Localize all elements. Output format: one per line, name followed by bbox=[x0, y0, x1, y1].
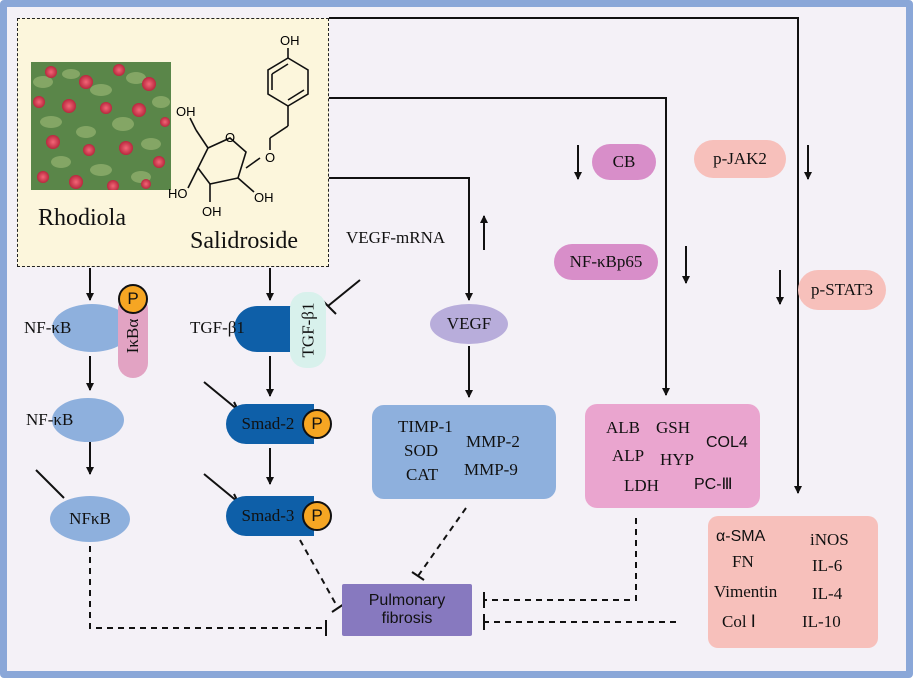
cb-node: CB bbox=[592, 144, 656, 180]
smad3-node: Smad-3 bbox=[226, 496, 314, 536]
pc3-label: PC-Ⅲ bbox=[694, 476, 733, 493]
smad2-node: Smad-2 bbox=[226, 404, 314, 444]
col1-label: Col Ⅰ bbox=[722, 612, 756, 631]
dash-box-to-fibrosis bbox=[417, 507, 467, 577]
timp1-label: TIMP-1 bbox=[398, 417, 453, 436]
oh-c6-label: OH bbox=[176, 104, 196, 119]
timp-box bbox=[372, 405, 556, 499]
ikba-label: IκBα bbox=[123, 318, 143, 354]
rhodiola-label: Rhodiola bbox=[38, 205, 126, 231]
hyp-label: HYP bbox=[660, 450, 695, 469]
edge-herb-to-oxidative bbox=[329, 97, 670, 396]
oh-c4-label: HO bbox=[168, 186, 188, 201]
pstat3-node: p-STAT3 bbox=[798, 270, 886, 310]
fn-label: FN bbox=[732, 552, 754, 571]
vegf-node: VEGF bbox=[430, 304, 508, 344]
oh-c2-label: OH bbox=[254, 190, 274, 205]
pulmonary-fibrosis-label: Pulmonary fibrosis bbox=[368, 591, 446, 627]
edge-herb-to-vegf bbox=[329, 177, 473, 301]
sma-box bbox=[708, 516, 878, 648]
nfkb-free-label: NF-κB bbox=[26, 410, 74, 429]
pjak2-node: p-JAK2 bbox=[694, 140, 786, 178]
dash-alb-to-fibrosis bbox=[484, 518, 637, 601]
nfkb-nuclear-node: NFκB bbox=[50, 496, 130, 542]
smad2-phospho: P bbox=[302, 409, 332, 439]
alb-box bbox=[585, 404, 760, 508]
salidroside-structure: OH O O OH HO OH OH bbox=[168, 33, 309, 219]
oh-top-label: OH bbox=[280, 33, 300, 48]
vegf-mrna-label: VEGF-mRNA bbox=[346, 228, 446, 247]
inos-label: iNOS bbox=[810, 530, 849, 549]
dash-nfkb-to-fibrosis bbox=[89, 546, 326, 629]
o-link-label: O bbox=[265, 150, 275, 165]
gsh-label: GSH bbox=[656, 418, 691, 437]
smad2-label: Smad-2 bbox=[241, 414, 295, 433]
il4-label: IL-4 bbox=[812, 584, 843, 603]
nfkb-free-node bbox=[52, 398, 124, 442]
tgf-receptor-node: TGF-β1 bbox=[290, 292, 326, 368]
cat-label: CAT bbox=[406, 465, 439, 484]
ldh-label: LDH bbox=[624, 476, 659, 495]
bar-box-fibrosis bbox=[411, 571, 425, 581]
dash-smad-to-fibrosis bbox=[299, 539, 339, 609]
oh-c3-label: OH bbox=[202, 204, 222, 219]
col4-label: COL4 bbox=[706, 434, 748, 451]
smad3-label: Smad-3 bbox=[241, 506, 295, 525]
il10-label: IL-10 bbox=[802, 612, 841, 631]
mmp9-label: MMP-9 bbox=[464, 460, 518, 479]
rhodiola-photo bbox=[31, 62, 171, 190]
nfkbp65-node: NF-κBp65 bbox=[554, 244, 658, 280]
pulmonary-fibrosis-node: Pulmonary fibrosis bbox=[342, 584, 472, 636]
nfkb-bound-label: NF-κB bbox=[24, 318, 72, 337]
inhibit-tgf-receptor bbox=[319, 279, 361, 315]
sod-label: SOD bbox=[404, 441, 439, 460]
ikba-phospho: P bbox=[118, 284, 148, 314]
vimentin-label: Vimentin bbox=[714, 582, 778, 601]
alp-label: ALP bbox=[612, 446, 645, 465]
alb-label: ALB bbox=[606, 418, 640, 437]
il6-label: IL-6 bbox=[812, 556, 843, 575]
smad3-phospho: P bbox=[302, 501, 332, 531]
salidroside-label: Salidroside bbox=[190, 228, 298, 254]
mmp2-label: MMP-2 bbox=[466, 432, 520, 451]
inhibit-nfkb-nuclear bbox=[35, 469, 65, 499]
tgf-receptor-label: TGF-β1 bbox=[298, 302, 317, 358]
asma-label: α-SMA bbox=[716, 528, 766, 545]
ring-o-label: O bbox=[225, 130, 235, 145]
edge-herb-to-jak bbox=[329, 17, 802, 494]
tgf-ligand-label: TGF-β1 bbox=[190, 318, 245, 337]
